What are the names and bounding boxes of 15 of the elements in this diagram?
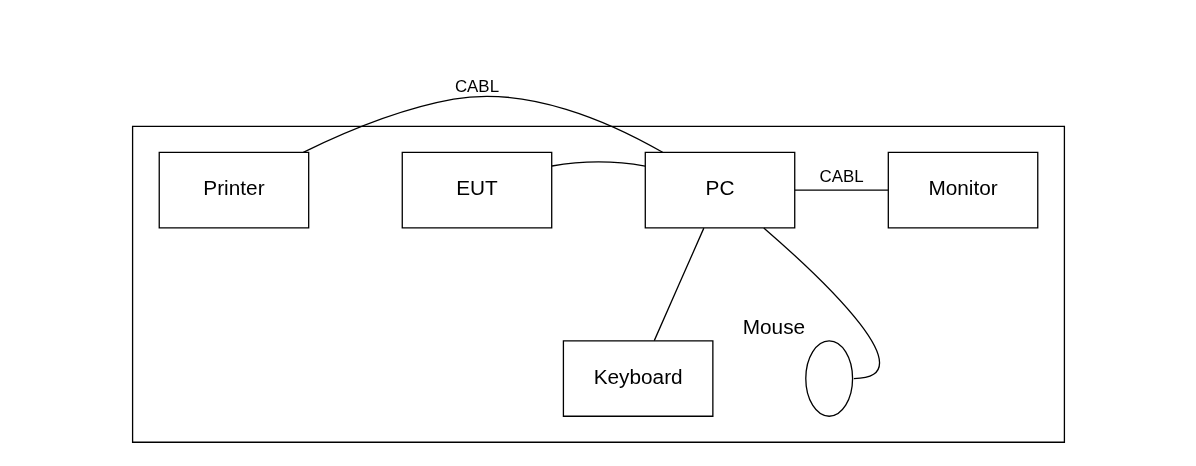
node-box: PC xyxy=(644,151,795,229)
node-ellipse xyxy=(804,340,853,417)
connector xyxy=(302,95,663,153)
connector xyxy=(793,189,889,191)
connector xyxy=(653,227,704,342)
edge-label: CABL xyxy=(818,166,864,186)
connector xyxy=(762,227,880,380)
node-box: Printer xyxy=(158,151,309,229)
node-box: EUT xyxy=(401,151,552,229)
node-box: Monitor xyxy=(887,151,1038,229)
node-box: Keyboard xyxy=(562,340,713,417)
node-label: Mouse xyxy=(742,315,805,339)
edge-label: CABL xyxy=(454,76,499,96)
cluster xyxy=(131,125,1065,443)
connector xyxy=(550,161,646,167)
